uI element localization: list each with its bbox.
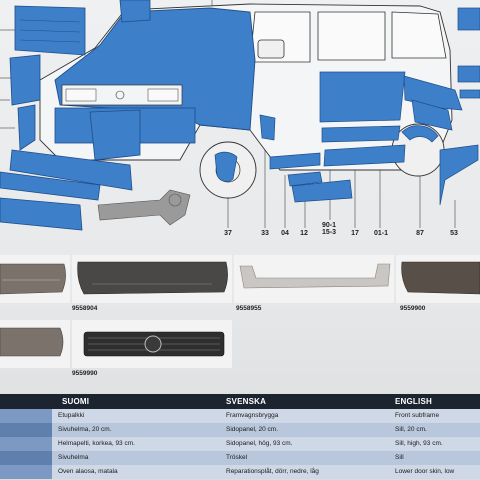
bumper-photo-left-bottom	[0, 320, 70, 368]
table-header: SUOMI SVENSKA ENGLISH	[0, 394, 480, 409]
header-english: ENGLISH	[395, 397, 432, 406]
table-row: Sivuhelma Tröskel Sill	[0, 451, 480, 465]
wheel-arch-rear	[391, 123, 445, 177]
part-number-9559900: 9559900	[400, 305, 426, 312]
callout-37: 37	[224, 230, 232, 237]
bumper-photos	[0, 255, 480, 368]
van-parts-diagram	[0, 0, 480, 231]
callout-12: 12	[300, 230, 308, 237]
bumper-photo-9558904	[72, 255, 232, 303]
table-row: Oven alaosa, matala Reparationsplåt, dör…	[0, 465, 480, 479]
header-svenska: SVENSKA	[226, 397, 267, 406]
table-row: Etupalkki Framvagnsbrygga Front subframe	[0, 409, 480, 423]
callout-90-1-15-3: 90-1 15-3	[321, 222, 336, 236]
part-number-9558955: 9558955	[236, 305, 262, 312]
translation-table: SUOMI SVENSKA ENGLISH Etupalkki Framvagn…	[0, 394, 480, 480]
side-panels	[259, 7, 480, 206]
part-number-9559990: 9559990	[72, 370, 98, 377]
front-panel-part	[54, 7, 256, 144]
wheel-arch-front	[199, 141, 257, 199]
left-parts-detail	[19, 19, 81, 43]
bumper-photo-left-top	[0, 255, 70, 303]
bumper-photo-9559900	[396, 255, 480, 303]
grille-photo-9559990	[72, 320, 232, 368]
callout-04: 04	[281, 230, 289, 237]
table-row: Helmapelti, korkea, 93 cm. Sidopanel, hö…	[0, 437, 480, 451]
callout-33: 33	[261, 230, 269, 237]
callout-01-1: 01-1	[373, 230, 388, 237]
left-parts	[0, 0, 151, 231]
callout-53: 53	[450, 230, 458, 237]
callout-87: 87	[416, 230, 424, 237]
table-row: Sivuhelma, 20 cm. Sidopanel, 20 cm. Sill…	[0, 423, 480, 437]
steering-rack-part	[97, 189, 191, 226]
part-number-9558904: 9558904	[72, 305, 98, 312]
header-suomi: SUOMI	[62, 397, 90, 406]
callout-17: 17	[351, 230, 359, 237]
bumper-photo-9558955	[234, 255, 394, 303]
